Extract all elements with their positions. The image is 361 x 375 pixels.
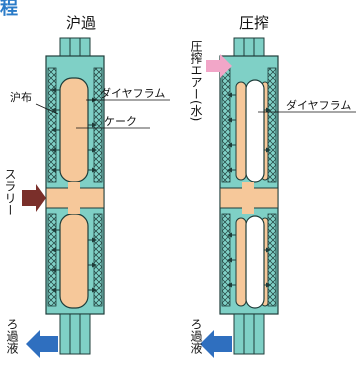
label-diaphragm-left: ダイヤフラム <box>100 87 166 100</box>
title-filtration: 沪過 <box>66 14 97 32</box>
label-diaphragm-right: ダイヤフラム <box>286 99 352 112</box>
title-pressing: 圧搾 <box>239 14 270 32</box>
right-press <box>200 37 356 358</box>
label-filter-cloth: 沪布 <box>10 91 32 104</box>
left-press <box>22 37 170 358</box>
filtrate-arrow-icon <box>26 330 58 358</box>
label-filtrate-left: ろ過液 <box>5 318 19 354</box>
filtrate-arrow-right-icon <box>200 330 232 358</box>
label-filtrate-right: ろ過液 <box>189 318 203 354</box>
label-slurry: スラリー <box>3 168 17 216</box>
label-press-air: 圧搾エアー(水) <box>189 40 203 122</box>
label-cake: ケーク <box>104 115 137 128</box>
slurry-arrow-icon <box>22 184 46 212</box>
corner-glyph: 程 <box>0 0 18 19</box>
press-air-arrow-icon <box>206 54 232 78</box>
